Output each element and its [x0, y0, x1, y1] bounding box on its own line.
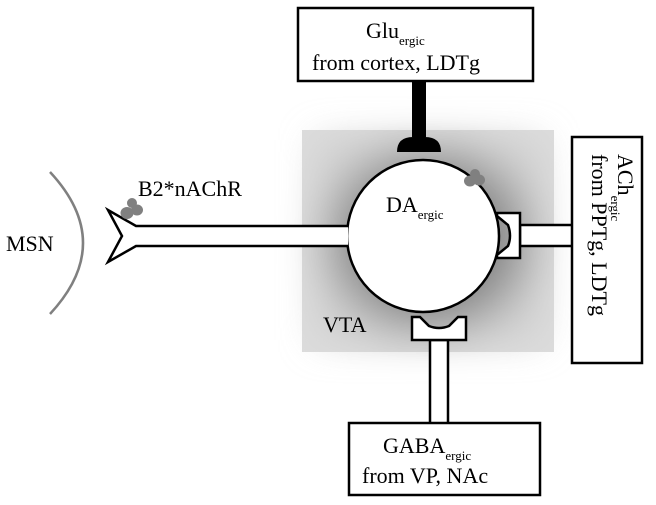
nachr-label: B2*nAChR [138, 176, 242, 201]
glutamatergic-box [296, 6, 535, 83]
cholinergic-axon [518, 223, 572, 248]
gabaergic-title: GABAergic [383, 433, 471, 463]
cholinergic-input: AChergic from PPTg, LDTg [495, 135, 644, 365]
gabaergic-source: from VP, NAc [362, 463, 488, 488]
glutamatergic-source: from cortex, LDTg [312, 50, 480, 75]
vta-label: VTA [323, 312, 367, 337]
cholinergic-title: AChergic [608, 154, 638, 222]
cholinergic-box [570, 135, 644, 365]
gabaergic-axon [428, 338, 450, 423]
soma-receptor-icon [464, 169, 485, 187]
glutamatergic-terminal [397, 137, 441, 152]
nachr-receptor-icon [120, 198, 143, 219]
dopaminergic-axon-to-msn [104, 206, 348, 266]
msn-projection: B2*nAChR MSN [6, 171, 348, 315]
glutamatergic-axon [412, 81, 426, 137]
cholinergic-terminal [495, 211, 522, 260]
glutamatergic-input: Gluergic from cortex, LDTg [296, 6, 535, 152]
glutamatergic-title: Gluergic [366, 18, 425, 48]
gabaergic-terminal [410, 315, 468, 342]
gabaergic-input: GABAergic from VP, NAc [347, 315, 542, 497]
dopaminergic-label: DAergic [386, 192, 444, 222]
cholinergic-source: from PPTg, LDTg [587, 154, 612, 316]
dopaminergic-neuron: DAergic [345, 158, 501, 314]
msn-label: MSN [6, 231, 54, 256]
msn-membrane [49, 171, 85, 315]
gabaergic-box [347, 421, 542, 497]
